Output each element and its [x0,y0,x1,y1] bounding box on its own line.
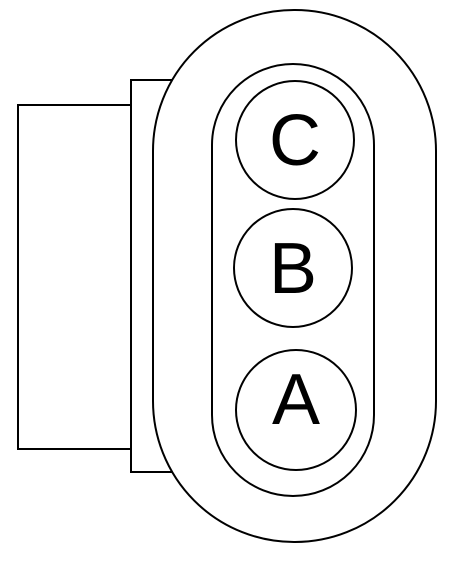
pin-b-circle [233,208,353,328]
pin-c-label: C [269,101,321,181]
pin-a: A [235,349,357,471]
pin-b: B [233,208,353,328]
pin-c-circle [235,80,355,200]
pin-c: C [235,80,355,200]
pin-b-label: B [269,229,317,309]
pin-a-label: A [272,360,320,440]
connector-back-plate [17,104,139,450]
pin-a-circle [235,349,357,471]
